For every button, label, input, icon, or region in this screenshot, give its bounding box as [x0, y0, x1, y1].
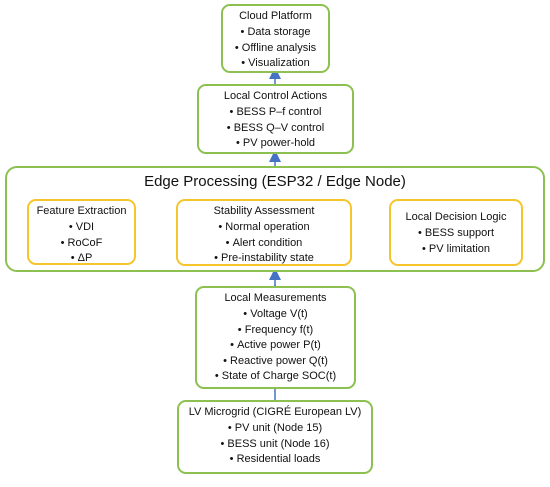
list-item: BESS P–f control — [199, 105, 352, 121]
list-item: ΔP — [29, 251, 134, 267]
list-item: State of Charge SOC(t) — [197, 369, 354, 385]
local-control-title: Local Control Actions — [223, 90, 328, 102]
lv-microgrid-title: LV Microgrid (CIGRÉ European LV) — [188, 406, 362, 418]
list-item: Frequency f(t) — [197, 323, 354, 339]
list-item: PV limitation — [391, 242, 521, 258]
decision-logic-items: BESS support PV limitation — [391, 226, 521, 257]
list-item: BESS Q–V control — [199, 121, 352, 137]
list-item: PV power-hold — [199, 136, 352, 152]
local-control-box: Local Control Actions BESS P–f control B… — [197, 84, 354, 154]
list-item: BESS unit (Node 16) — [179, 437, 371, 453]
list-item: Alert condition — [178, 236, 350, 252]
list-item: BESS support — [391, 226, 521, 242]
list-item: Visualization — [223, 56, 328, 72]
lv-microgrid-box: LV Microgrid (CIGRÉ European LV) PV unit… — [177, 400, 373, 474]
local-control-items: BESS P–f control BESS Q–V control PV pow… — [199, 105, 352, 152]
lv-microgrid-items: PV unit (Node 15) BESS unit (Node 16) Re… — [179, 421, 371, 468]
feature-extraction-box: Feature Extraction VDI RoCoF ΔP — [27, 199, 136, 265]
edge-processing-title: Edge Processing (ESP32 / Edge Node) — [144, 173, 406, 190]
decision-logic-title: Local Decision Logic — [405, 211, 507, 223]
list-item: Active power P(t) — [197, 338, 354, 354]
list-item: Residential loads — [179, 452, 371, 468]
list-item: Pre-instability state — [178, 251, 350, 267]
cloud-platform-title: Cloud Platform — [239, 10, 312, 22]
list-item: PV unit (Node 15) — [179, 421, 371, 437]
local-measurements-box: Local Measurements Voltage V(t) Frequenc… — [195, 286, 356, 389]
cloud-platform-box: Cloud Platform Data storage Offline anal… — [221, 4, 330, 73]
stability-assessment-title: Stability Assessment — [213, 205, 315, 217]
list-item: Data storage — [223, 25, 328, 41]
feature-extraction-title: Feature Extraction — [36, 205, 127, 217]
list-item: Offline analysis — [223, 41, 328, 57]
list-item: RoCoF — [29, 236, 134, 252]
list-item: VDI — [29, 220, 134, 236]
decision-logic-box: Local Decision Logic BESS support PV lim… — [389, 199, 523, 266]
feature-extraction-items: VDI RoCoF ΔP — [29, 220, 134, 267]
cloud-platform-items: Data storage Offline analysis Visualizat… — [223, 25, 328, 72]
list-item: Voltage V(t) — [197, 307, 354, 323]
stability-assessment-items: Normal operation Alert condition Pre-ins… — [178, 220, 350, 267]
list-item: Reactive power Q(t) — [197, 354, 354, 370]
list-item: Normal operation — [178, 220, 350, 236]
local-measurements-title: Local Measurements — [224, 292, 327, 304]
stability-assessment-box: Stability Assessment Normal operation Al… — [176, 199, 352, 266]
local-measurements-items: Voltage V(t) Frequency f(t) Active power… — [197, 307, 354, 385]
